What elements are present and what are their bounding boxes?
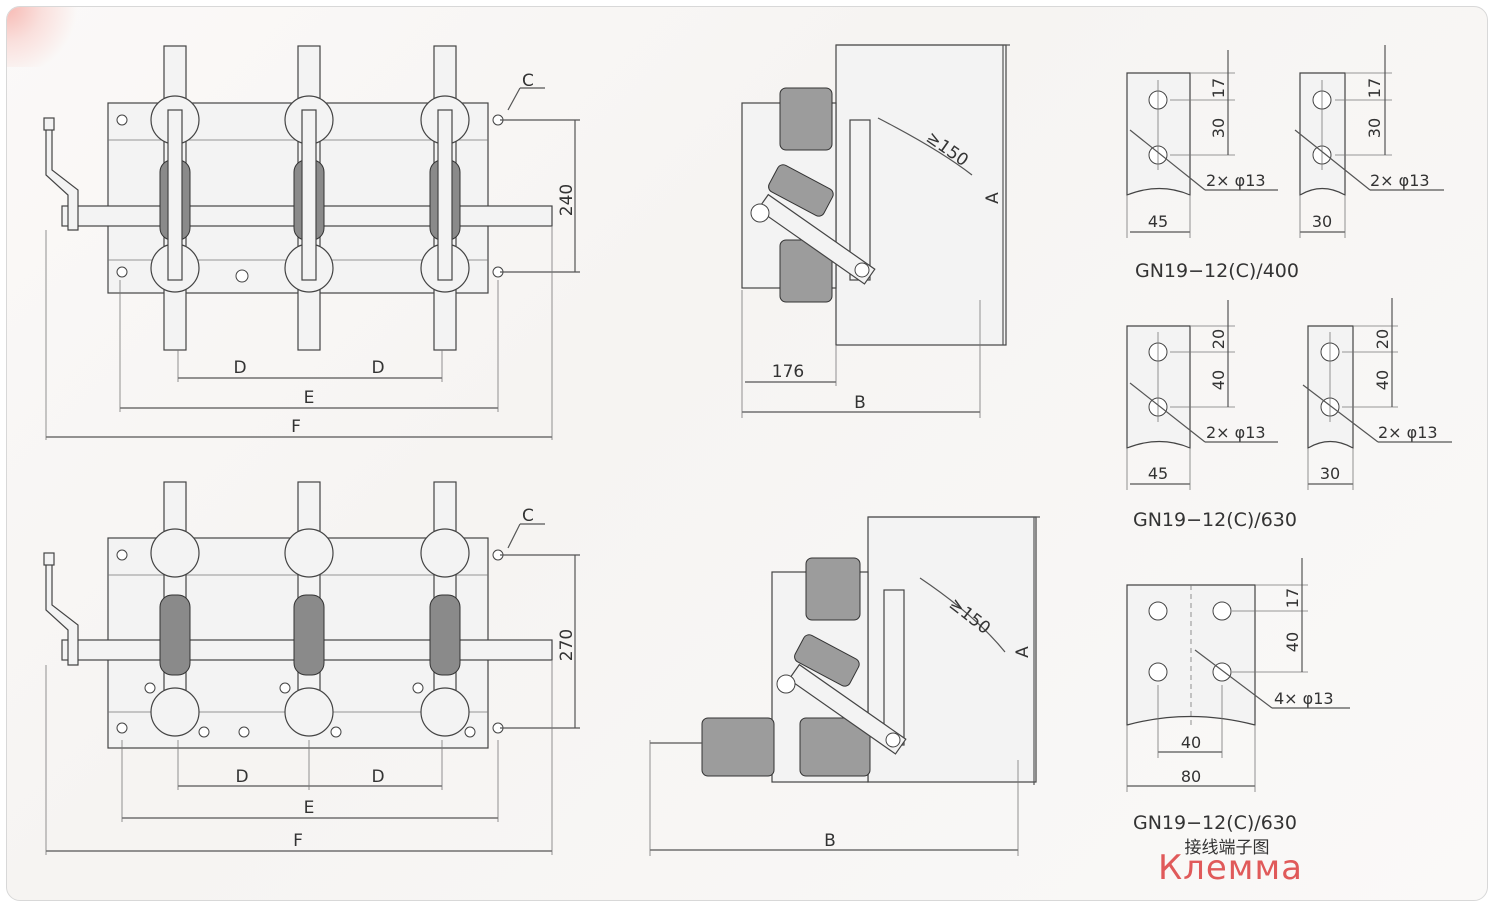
caption: GN19−12(C)/630 bbox=[1133, 812, 1297, 834]
bottom-front-view: C 270 D D E F bbox=[43, 481, 580, 855]
hole-spec: 2× φ13 bbox=[1206, 171, 1266, 190]
pole-2 bbox=[284, 481, 334, 737]
width: 30 bbox=[1312, 212, 1332, 231]
insulator-horizontal-right bbox=[799, 717, 871, 777]
label-b: B bbox=[854, 393, 866, 413]
width: 45 bbox=[1148, 464, 1168, 483]
label-d2: D bbox=[371, 358, 384, 378]
insulator-angled bbox=[794, 634, 860, 687]
chinese-caption: 接线端子图 bbox=[1185, 838, 1270, 858]
top-side-view: ≥150 A 176 B bbox=[741, 44, 1010, 418]
moving-blade bbox=[788, 663, 907, 755]
operating-handle bbox=[45, 554, 79, 666]
operating-handle bbox=[45, 119, 79, 231]
insulator-upper bbox=[805, 557, 861, 621]
hole-spec: 2× φ13 bbox=[1206, 423, 1266, 442]
insulator-upper bbox=[779, 87, 833, 151]
label-a: A bbox=[983, 192, 1003, 204]
dim-mid: 30 bbox=[1209, 118, 1228, 138]
pole-3 bbox=[420, 481, 470, 737]
dim-inner: 40 bbox=[1181, 733, 1201, 752]
terminal-630-right: 20 40 2× φ13 30 bbox=[1302, 298, 1452, 490]
terminal-400: 17 30 2× φ13 45 17 30 2× φ13 30 GN19−12(… bbox=[1126, 45, 1444, 282]
hole-spec: 2× φ13 bbox=[1378, 423, 1438, 442]
corner-decoration bbox=[7, 7, 87, 67]
pole-3 bbox=[420, 45, 470, 351]
terminal-400-right: 17 30 2× φ13 30 bbox=[1294, 45, 1444, 238]
label-d2: D bbox=[371, 767, 384, 787]
watermark-text: Клемма bbox=[1158, 848, 1303, 888]
moving-blade bbox=[757, 193, 876, 285]
terminal-400-left: 17 30 2× φ13 45 bbox=[1126, 50, 1278, 238]
insulator-horizontal-left bbox=[701, 717, 775, 777]
width: 30 bbox=[1320, 464, 1340, 483]
dim-top: 20 bbox=[1373, 329, 1392, 349]
caption: GN19−12(C)/630 bbox=[1133, 509, 1297, 531]
hole-spec: 4× φ13 bbox=[1274, 689, 1334, 708]
label-c: C bbox=[522, 506, 534, 526]
dim-top: 17 bbox=[1209, 78, 1228, 98]
label-f: F bbox=[291, 417, 301, 437]
insulator-angled bbox=[768, 164, 834, 217]
label-e: E bbox=[304, 798, 315, 818]
pole-2 bbox=[284, 45, 334, 351]
pole-1 bbox=[150, 45, 200, 351]
dim-mid: 40 bbox=[1373, 370, 1392, 390]
dim-mid: 30 bbox=[1365, 118, 1384, 138]
dim-outer: 80 bbox=[1181, 767, 1201, 786]
label-e: E bbox=[304, 388, 315, 408]
label-d1: D bbox=[235, 767, 248, 787]
label-a: A bbox=[1013, 646, 1033, 658]
label-b: B bbox=[824, 831, 836, 851]
bottom-side-view: ≥150 A B bbox=[649, 516, 1040, 856]
terminal-630-four-hole: 17 40 4× φ13 40 80 GN19−12(C)/630 bbox=[1126, 558, 1350, 834]
dim-height: 240 bbox=[557, 184, 577, 216]
dim-top: 20 bbox=[1209, 329, 1228, 349]
terminal-630-left: 20 40 2× φ13 45 bbox=[1126, 300, 1278, 490]
width: 45 bbox=[1148, 212, 1168, 231]
dim-top: 17 bbox=[1365, 78, 1384, 98]
label-d1: D bbox=[233, 358, 246, 378]
pole-1 bbox=[150, 481, 200, 737]
label-f: F bbox=[293, 831, 303, 851]
dim-top: 17 bbox=[1283, 588, 1302, 608]
hole-spec: 2× φ13 bbox=[1370, 171, 1430, 190]
dim-height: 270 bbox=[557, 629, 577, 661]
dim-176: 176 bbox=[772, 362, 804, 382]
dim-mid: 40 bbox=[1209, 370, 1228, 390]
label-c: C bbox=[522, 71, 534, 91]
top-front-view: C 240 D D E F bbox=[43, 45, 580, 440]
caption: GN19−12(C)/400 bbox=[1135, 260, 1299, 282]
dim-mid: 40 bbox=[1283, 632, 1302, 652]
terminal-630: 20 40 2× φ13 45 20 40 2× φ13 30 GN19−12(… bbox=[1126, 298, 1452, 531]
